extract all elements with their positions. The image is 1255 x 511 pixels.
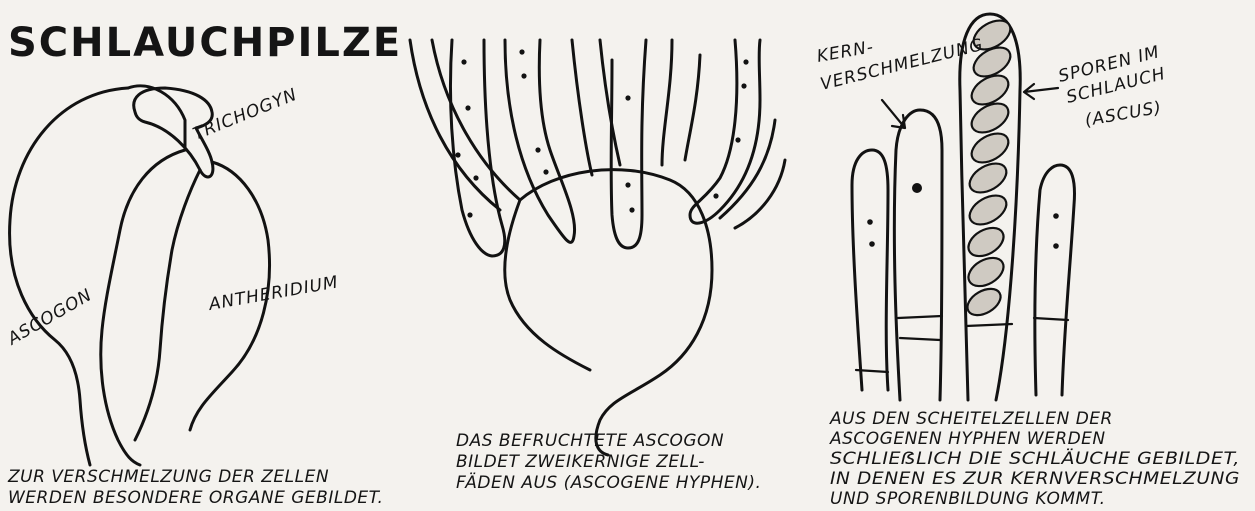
caption-panel-2-line-3: FÄDEN AUS (ASCOGENE HYPHEN).: [456, 472, 761, 493]
nucleus: [473, 175, 478, 180]
nucleus: [535, 147, 540, 152]
septum: [966, 324, 1012, 326]
caption-panel-1-line-1: ZUR VERSCHMELZUNG DER ZELLEN: [7, 467, 329, 487]
nucleus: [869, 241, 875, 247]
hypha-8: [720, 120, 785, 228]
label-trichogyn: TRICHOGYN: [190, 85, 300, 145]
nucleus: [1053, 213, 1059, 219]
nucleus: [461, 59, 466, 64]
nucleus: [741, 83, 746, 88]
nucleus: [629, 207, 634, 212]
nucleus: [455, 152, 460, 157]
ascogon-outline: [10, 88, 185, 465]
spores: [963, 15, 1015, 321]
arrow-kernverschmelzung: [882, 100, 905, 128]
caption-panel-3-line-3: SCHLIEẞLICH DIE SCHLÄUCHE GEBILDET,: [830, 448, 1240, 469]
caption-panel-2-line-1: DAS BEFRUCHTETE ASCOGON: [456, 431, 724, 451]
hypha-6: [662, 40, 700, 165]
caption-panel-1-line-2: WERDEN BESONDERE ORGANE GEBILDET.: [8, 488, 383, 508]
nucleus: [713, 193, 718, 198]
arrow-sporen: [1024, 84, 1058, 99]
caption-panel-3-line-1: AUS DEN SCHEITELZELLEN DER: [829, 409, 1113, 429]
fused-nucleus: [912, 183, 922, 193]
septum: [1034, 318, 1068, 320]
panel-ascogene-hyphen: DAS BEFRUCHTETE ASCOGON BILDET ZWEIKERNI…: [410, 40, 785, 493]
caption-panel-3-line-2: ASCOGENEN HYPHEN WERDEN: [829, 429, 1106, 449]
nucleus: [465, 105, 470, 110]
hypha-2: [450, 40, 504, 256]
diagram-title: SCHLAUCHPILZE: [8, 20, 402, 66]
nucleus: [521, 73, 526, 78]
nucleus: [519, 49, 524, 54]
caption-panel-3-line-4: IN DENEN ES ZUR KERNVERSCHMELZUNG: [830, 469, 1240, 489]
nucleus: [1053, 243, 1059, 249]
ascogon-body: [505, 170, 712, 455]
nucleus: [467, 212, 472, 217]
nucleus: [625, 182, 630, 187]
nucleus: [543, 169, 548, 174]
cell-right: [1035, 165, 1075, 395]
cell-kernverschmelzung: [894, 110, 942, 400]
label-sporen-line-3: (ASCUS): [1083, 98, 1163, 131]
nucleus: [625, 95, 630, 100]
label-antheridium: ANTHERIDIUM: [206, 272, 340, 315]
nucleus: [867, 219, 873, 225]
caption-panel-3-line-5: UND SPORENBILDUNG KOMMT.: [830, 489, 1106, 509]
cell-left: [852, 150, 888, 390]
nucleus: [743, 59, 748, 64]
panel-asci: KERN- VERSCHMELZUNG SPOREN IM SCHLAUCH (…: [815, 14, 1240, 509]
hypha-1: [410, 40, 520, 210]
nucleus: [735, 137, 740, 142]
septum: [898, 316, 942, 318]
panel-ascogon-antheridium: TRICHOGYN ASCOGON ANTHERIDIUM ZUR VERSCH…: [4, 85, 384, 508]
label-ascogon: ASCOGON: [4, 285, 96, 350]
caption-panel-2-line-2: BILDET ZWEIKERNIGE ZELL-: [456, 452, 705, 472]
septum: [900, 338, 940, 340]
